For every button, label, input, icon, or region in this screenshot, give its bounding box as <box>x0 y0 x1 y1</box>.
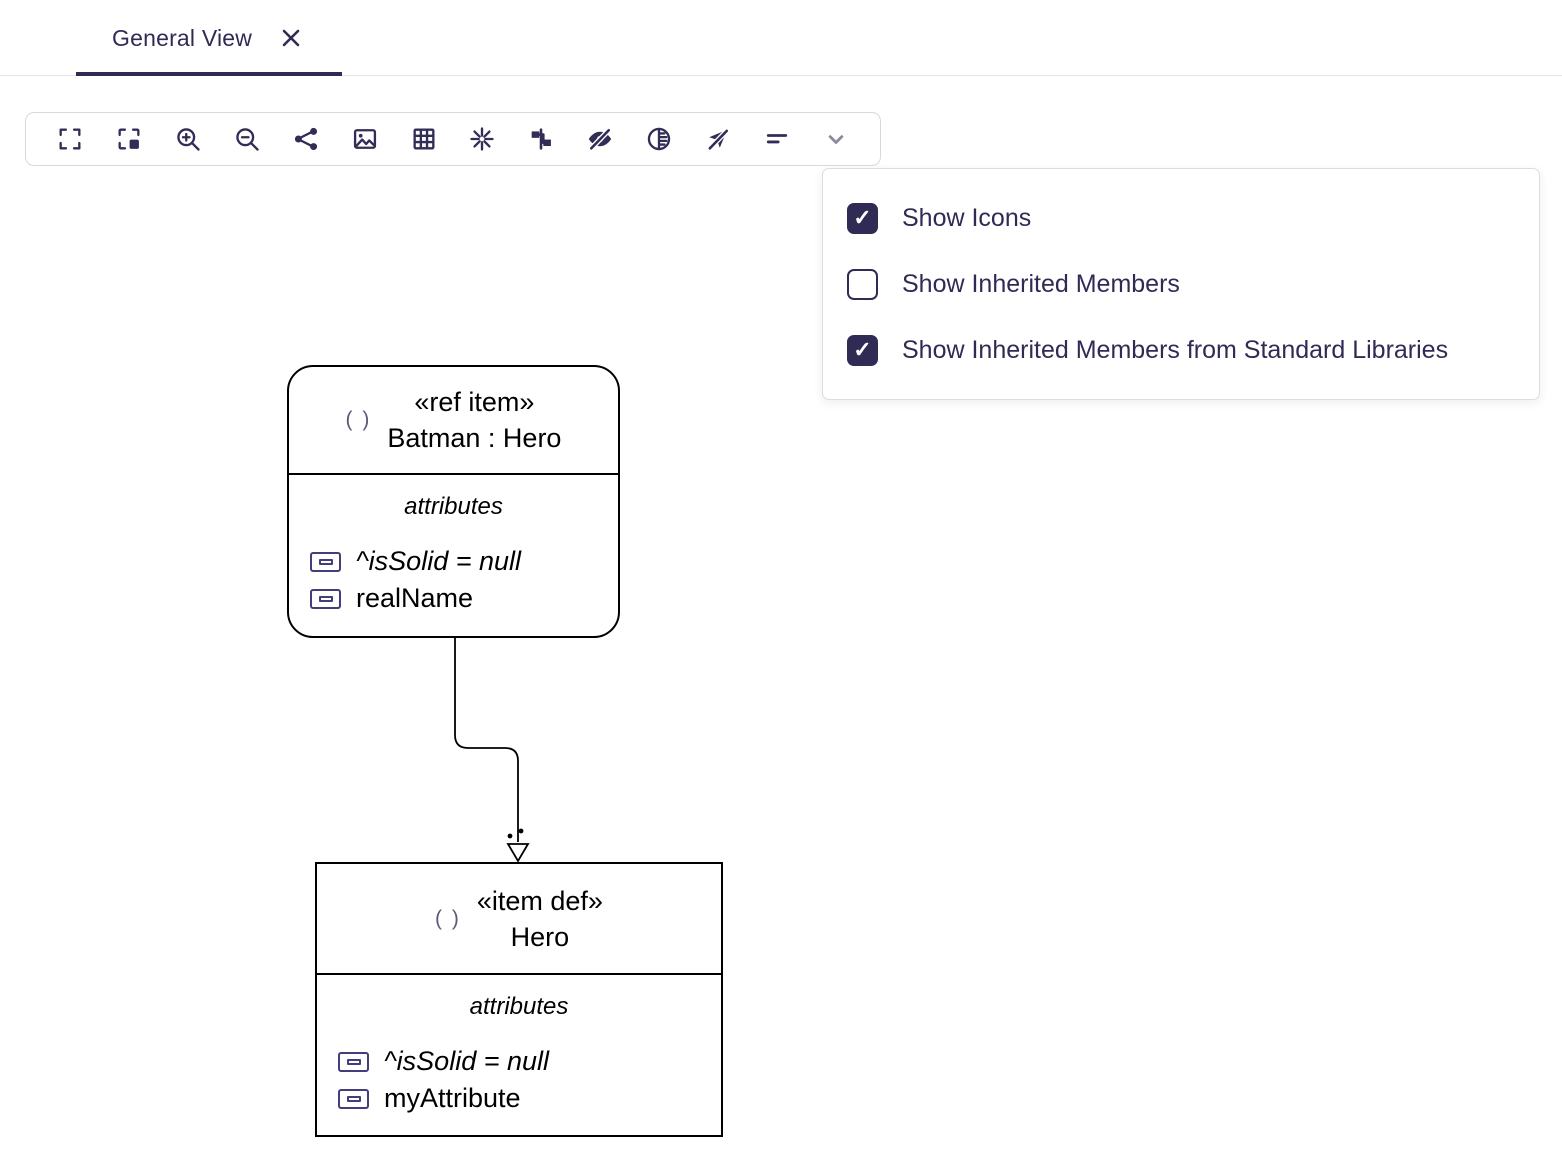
grid-icon[interactable] <box>406 121 442 157</box>
image-export-icon[interactable] <box>347 121 383 157</box>
attribute-icon <box>310 588 341 609</box>
tab-label: General View <box>112 24 253 51</box>
zoom-in-icon[interactable] <box>170 121 206 157</box>
diagram-node-hero[interactable]: ( ) «item def» Hero attributes ^isSolid … <box>315 862 723 1137</box>
fit-to-screen-icon[interactable] <box>52 121 88 157</box>
menu-item-show-inherited-members[interactable]: Show Inherited Members <box>823 251 1539 317</box>
show-icons-checkbox[interactable] <box>847 202 878 234</box>
expand-menu-icon[interactable] <box>818 121 854 157</box>
item-usage-icon: ( ) <box>345 408 372 431</box>
tab-bar: General View <box>0 0 1562 76</box>
attribute-text: myAttribute <box>384 1083 521 1113</box>
node-name: Hero <box>510 921 570 952</box>
view-options-menu: Show Icons Show Inherited Members Show I… <box>822 168 1540 400</box>
node-header: ( ) «item def» Hero <box>317 864 721 975</box>
diagram-node-batman[interactable]: ( ) «ref item» Batman : Hero attributes … <box>287 365 620 638</box>
routing-icon[interactable] <box>464 121 500 157</box>
node-stereotype: «item def» <box>476 885 603 916</box>
share-icon[interactable] <box>288 121 324 157</box>
tab-general-view[interactable]: General View <box>76 0 338 76</box>
node-body: attributes ^isSolid = null realName <box>289 493 618 617</box>
attribute-row[interactable]: ^isSolid = null <box>317 1043 721 1080</box>
show-inherited-std-lib-checkbox[interactable] <box>847 334 878 366</box>
hide-element-icon[interactable] <box>582 121 618 157</box>
group-nodes-icon[interactable] <box>523 121 559 157</box>
filter-icon[interactable] <box>759 121 795 157</box>
attribute-icon <box>338 1088 369 1109</box>
node-name: Batman : Hero <box>387 423 562 453</box>
menu-item-label: Show Icons <box>902 203 1032 232</box>
zoom-out-icon[interactable] <box>229 121 265 157</box>
contrast-icon[interactable] <box>641 121 677 157</box>
fit-to-selection-icon[interactable] <box>111 121 147 157</box>
menu-item-show-icons[interactable]: Show Icons <box>823 185 1539 251</box>
node-body: attributes ^isSolid = null myAttribute <box>317 993 721 1117</box>
item-def-icon: ( ) <box>435 906 461 930</box>
menu-item-label: Show Inherited Members from Standard Lib… <box>902 335 1449 364</box>
active-tab-indicator <box>76 72 342 76</box>
compartment-label: attributes <box>469 993 569 1020</box>
attribute-text: realName <box>356 583 474 613</box>
attribute-icon <box>338 1051 369 1072</box>
menu-item-show-inherited-members-std-lib[interactable]: Show Inherited Members from Standard Lib… <box>823 317 1539 383</box>
attribute-row[interactable]: realName <box>289 580 618 617</box>
attribute-text: ^isSolid = null <box>356 546 522 576</box>
node-stereotype: «ref item» <box>414 387 535 417</box>
menu-item-label: Show Inherited Members <box>902 269 1180 298</box>
attribute-row[interactable]: ^isSolid = null <box>289 543 618 580</box>
close-icon[interactable] <box>280 27 302 49</box>
node-header: ( ) «ref item» Batman : Hero <box>289 367 618 475</box>
attribute-text: ^isSolid = null <box>384 1046 550 1076</box>
attribute-row[interactable]: myAttribute <box>317 1080 721 1117</box>
diagram-toolbar <box>25 112 881 166</box>
show-inherited-members-checkbox[interactable] <box>847 268 878 300</box>
attribute-icon <box>310 551 341 572</box>
disable-pointer-icon[interactable] <box>700 121 736 157</box>
compartment-label: attributes <box>404 493 503 520</box>
